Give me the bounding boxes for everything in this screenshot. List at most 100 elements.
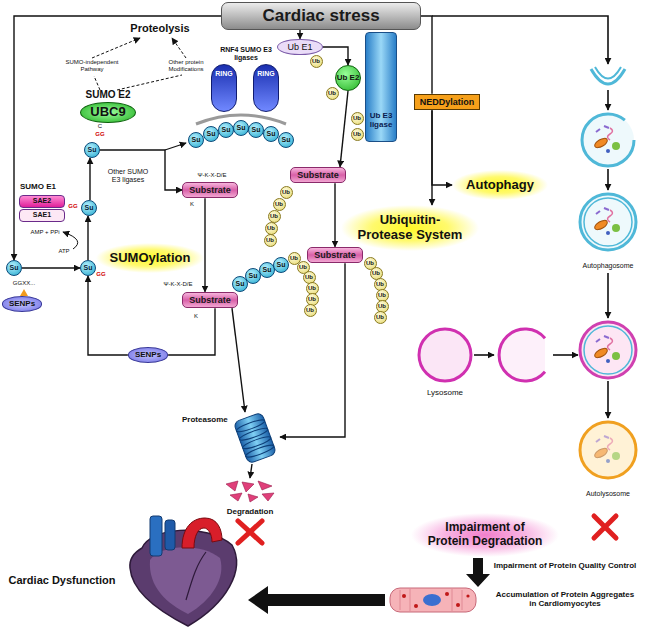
degradation: Degradation bbox=[215, 478, 285, 518]
flow-arrow bbox=[334, 183, 335, 247]
annotation-text: AMP + PPi bbox=[30, 229, 59, 236]
ubiquitin-bead: Ub bbox=[280, 186, 293, 199]
substrate-box: Substrate bbox=[307, 247, 363, 263]
node-label: Ubiquitin-Protease System bbox=[355, 213, 465, 243]
node-label: SENPs bbox=[135, 350, 161, 359]
aggregate bbox=[466, 594, 469, 597]
annotation-text: Ψ-K-X-D/E bbox=[163, 281, 192, 288]
ubiquitin-bead: Ub bbox=[265, 222, 278, 235]
dashed-line bbox=[94, 76, 100, 90]
flow-arrow bbox=[432, 110, 452, 185]
sumo-bead: Su bbox=[263, 126, 279, 142]
caption-text: Cardiac Dysfunction bbox=[9, 574, 116, 586]
aggregate bbox=[414, 604, 418, 608]
pathway-glow: Ubiquitin-Protease System bbox=[341, 205, 479, 251]
cleavage-mark bbox=[20, 289, 28, 296]
annotation-text: Other protein Modifications bbox=[161, 59, 211, 72]
flow-arrow bbox=[299, 30, 300, 39]
lysosome bbox=[419, 329, 471, 381]
caption-text: Proteolysis bbox=[130, 22, 189, 34]
forming-autophagosome bbox=[582, 114, 634, 166]
ring-lobe: RING bbox=[211, 64, 237, 112]
flow-arrow bbox=[88, 276, 128, 355]
aggregates bbox=[402, 592, 470, 608]
substrate-box: Substrate bbox=[182, 292, 238, 308]
pathway-glow: SUMOylation bbox=[96, 243, 205, 274]
dashed-arrow bbox=[172, 38, 186, 58]
annotation-text: Lysosome bbox=[427, 389, 463, 398]
enzyme-group: SUMO E2UBC9 bbox=[80, 89, 135, 122]
enzyme-box: SAE1 bbox=[19, 209, 65, 222]
node-label: SENPs bbox=[9, 299, 35, 308]
sumo-bead: Su bbox=[248, 122, 264, 138]
flow-arrow bbox=[250, 464, 252, 478]
fusing-vesicle bbox=[584, 326, 632, 374]
motif-label: GG bbox=[68, 203, 77, 210]
annotation-text: SUMO E1 bbox=[20, 183, 56, 192]
proteasome-barrel bbox=[233, 412, 276, 464]
node-label: Autophagy bbox=[466, 178, 534, 193]
ubiquitin-bead: Ub bbox=[326, 87, 339, 100]
phagophore bbox=[595, 67, 621, 79]
stimulus-box: Cardiac stress bbox=[221, 2, 420, 30]
sumo-bead: Su bbox=[81, 200, 97, 216]
atp-arrow bbox=[63, 232, 78, 249]
fragment bbox=[258, 481, 272, 490]
ubiquitin-bead: Ub bbox=[374, 311, 387, 324]
sumo-bead: Su bbox=[80, 260, 96, 276]
annotation-text: RNF4 SUMO E3 ligases bbox=[218, 46, 274, 61]
sumo-bead: Su bbox=[84, 142, 100, 158]
flow-arrow bbox=[232, 308, 245, 412]
flow-arrow bbox=[87, 216, 88, 260]
annotation-text: Autolysosome bbox=[586, 490, 630, 498]
sumo-bead: Su bbox=[6, 260, 22, 276]
node-label: Su bbox=[84, 264, 93, 272]
pulmonary-vessel bbox=[165, 520, 175, 550]
step-arrow bbox=[474, 354, 494, 356]
node-label: Ub E3 ligase bbox=[368, 111, 394, 129]
cargo bbox=[593, 336, 620, 363]
phagophore bbox=[591, 69, 625, 84]
septum bbox=[186, 552, 206, 600]
node-label: SAE1 bbox=[33, 211, 51, 219]
node-label: Su bbox=[10, 264, 19, 272]
cargo bbox=[593, 126, 620, 153]
flow-arrow bbox=[100, 150, 182, 190]
step-arrow bbox=[553, 354, 578, 356]
sarcomere bbox=[400, 589, 462, 611]
thick-arrow bbox=[248, 586, 385, 614]
node-label: SUMO E2 bbox=[85, 89, 130, 101]
flow-arrow bbox=[421, 16, 432, 94]
node-label: RING bbox=[215, 70, 233, 78]
outcome-glow: Impairment of Protein Degradation bbox=[411, 513, 559, 557]
flow-arrow bbox=[280, 263, 345, 437]
fragment bbox=[262, 493, 274, 501]
fusing-vesicle bbox=[580, 322, 636, 378]
node-label: UBC9 bbox=[80, 102, 135, 123]
flow-arrow bbox=[204, 198, 205, 292]
enzyme-box: SAE2 bbox=[19, 195, 65, 208]
flow-arrow bbox=[323, 47, 349, 65]
blocked-mark bbox=[594, 516, 616, 538]
flow-arrow bbox=[168, 308, 215, 355]
protease-ellipse: SENPs bbox=[128, 347, 168, 362]
ubiquitin-bead: Ub bbox=[264, 234, 277, 247]
step-arrow bbox=[607, 169, 609, 190]
fragment bbox=[230, 493, 242, 501]
autolysosome bbox=[580, 422, 636, 478]
node-label: Impairment of Protein Degradation bbox=[425, 521, 545, 549]
annotation-text: SUMO-independent Pathway bbox=[62, 59, 122, 72]
ring-lobe: RING bbox=[253, 64, 279, 112]
node-label: Su bbox=[85, 204, 94, 212]
substrate-box: Substrate bbox=[182, 182, 238, 198]
sumo-bead: Su bbox=[203, 126, 219, 142]
autophagosome bbox=[584, 198, 632, 246]
annotation-text: Accumulation of Protein Aggregates in Ca… bbox=[495, 591, 635, 609]
motif-label: GG bbox=[96, 271, 105, 278]
blocked-mark bbox=[238, 521, 262, 543]
node-label: Substrate bbox=[189, 295, 231, 305]
proteasome-barrel bbox=[233, 412, 276, 464]
dashed-arrow bbox=[92, 38, 140, 58]
